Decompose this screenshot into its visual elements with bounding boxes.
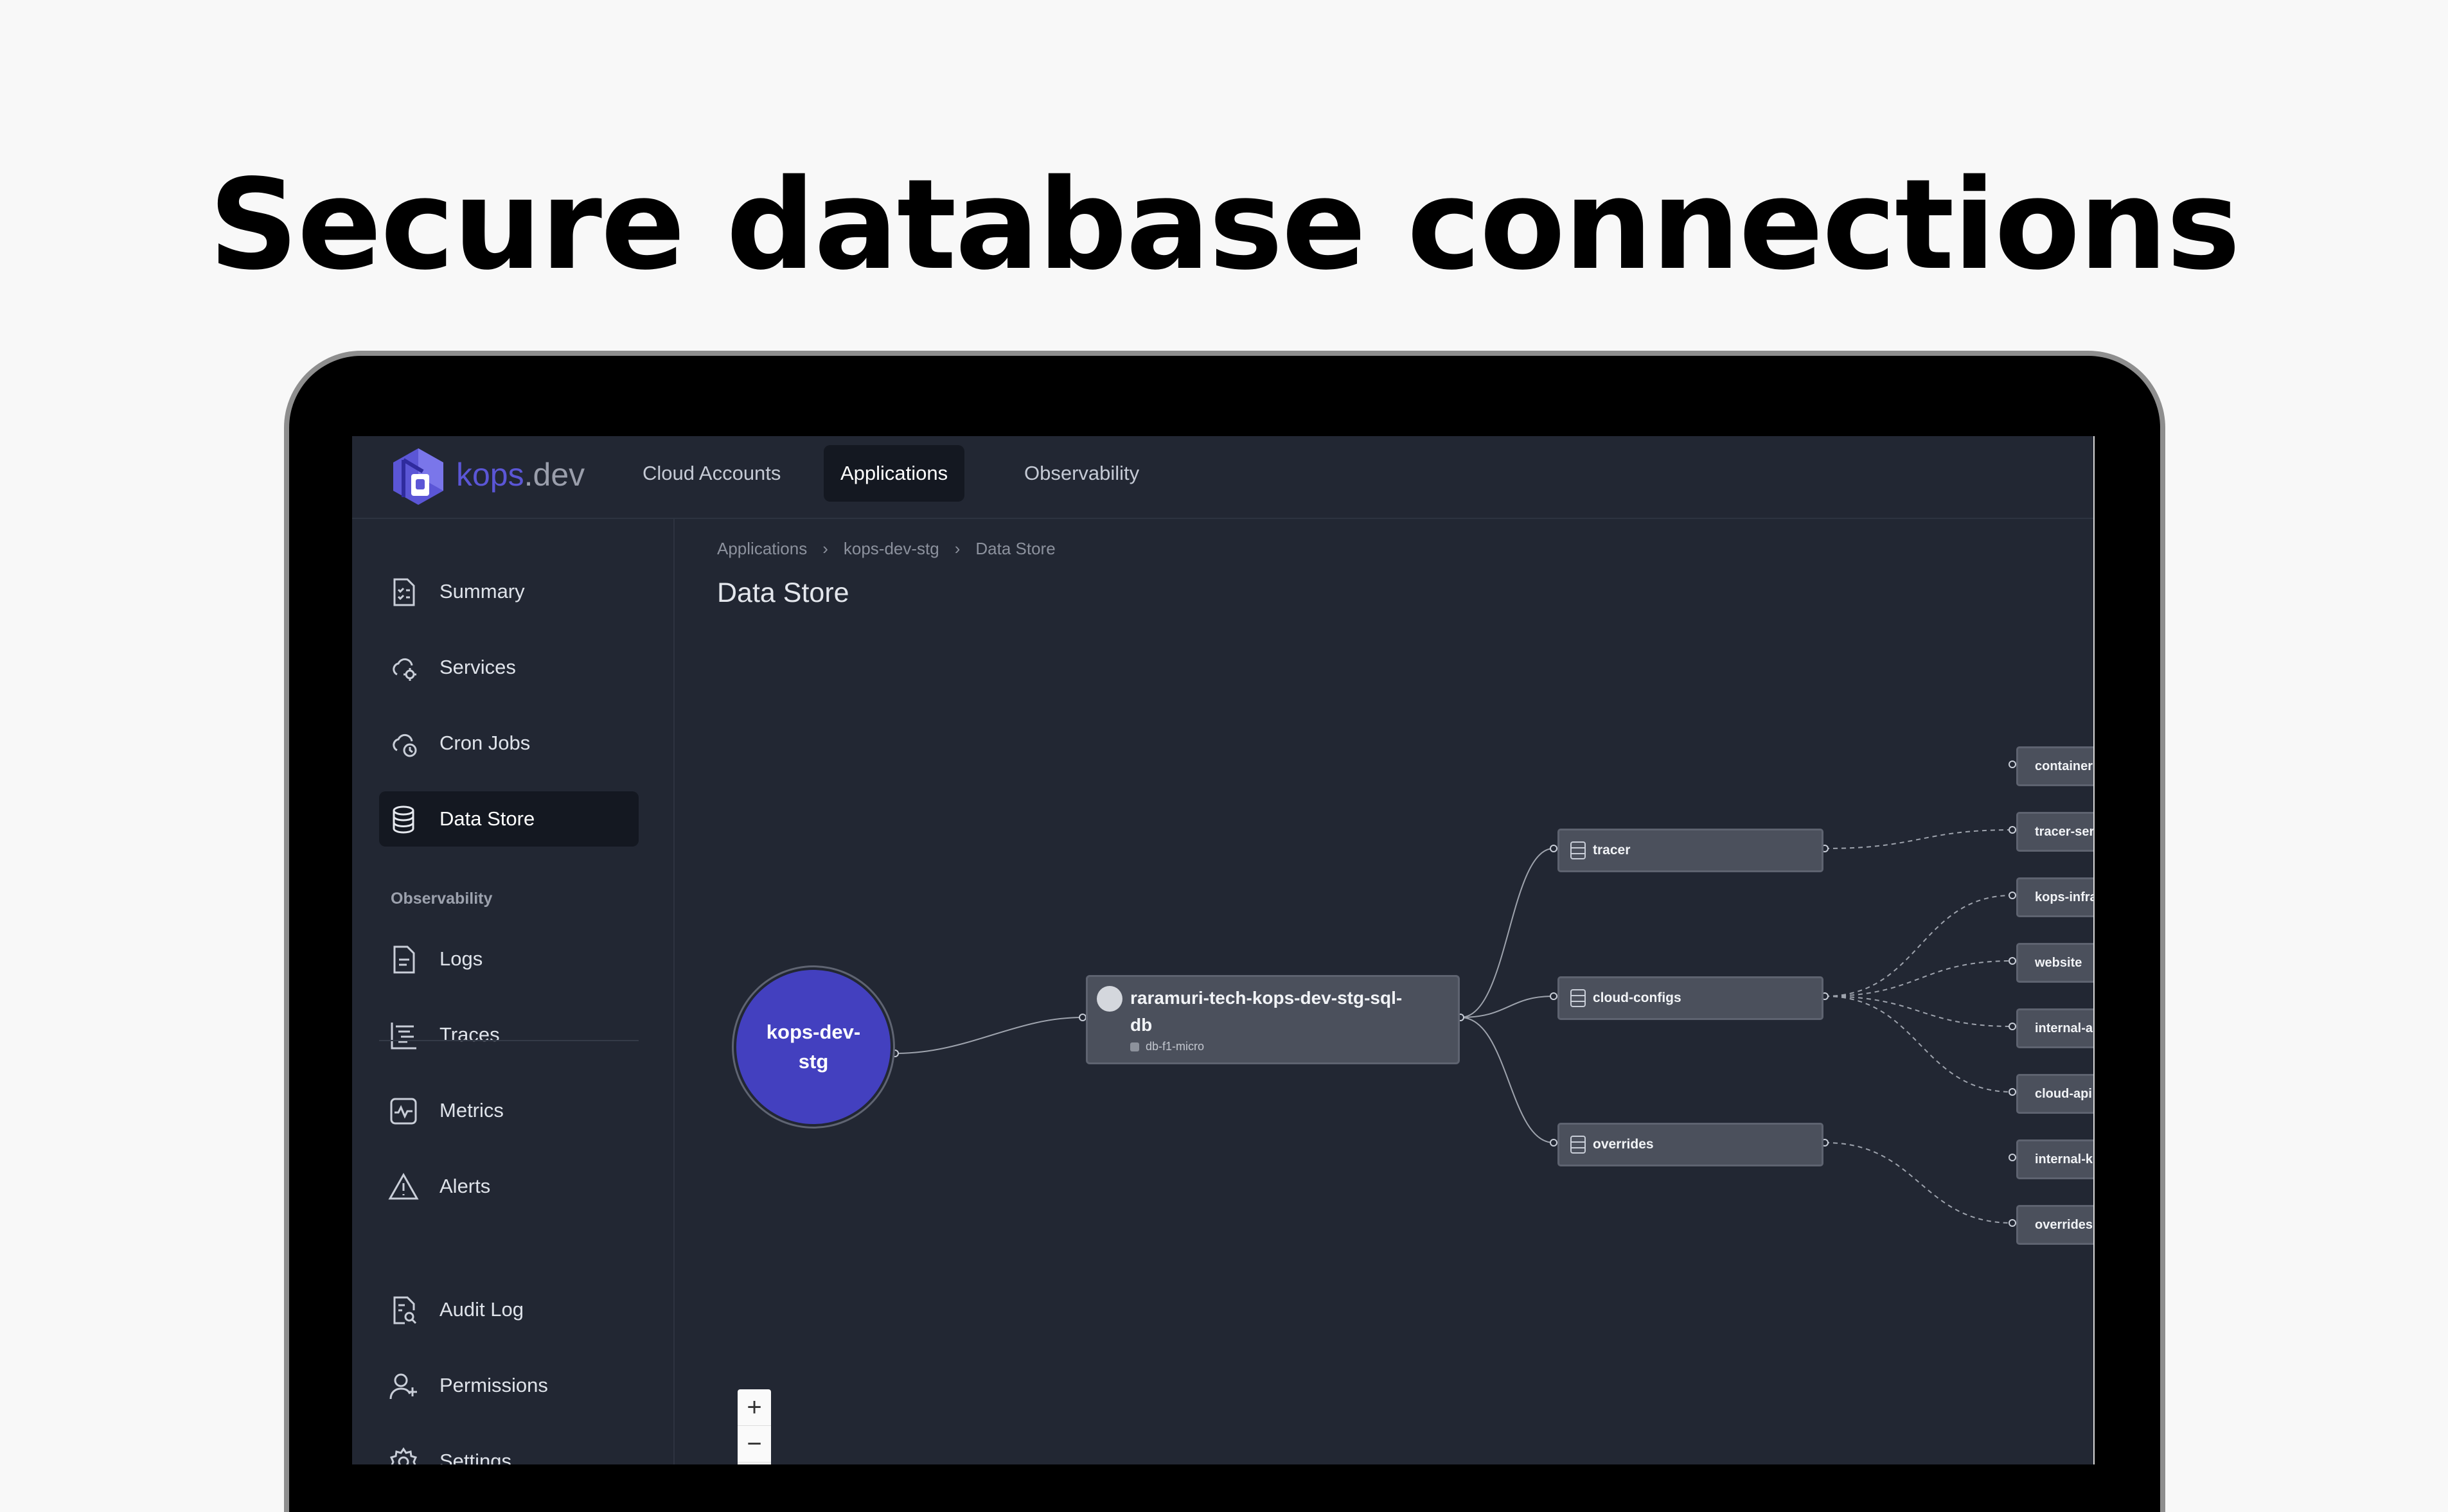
chart-line-icon (390, 1098, 417, 1125)
graph-consumer-node[interactable]: internal-a (2016, 1008, 2095, 1048)
edge-db-cloud-configs (1460, 996, 1554, 1018)
breadcrumb-applications[interactable]: Applications (717, 539, 808, 558)
chevron-right-icon: › (822, 539, 828, 558)
graph-consumer-node[interactable]: internal-k (2016, 1139, 2095, 1179)
sidebar-item-settings[interactable]: Settings (379, 1434, 639, 1464)
sidebar-item-audit-log[interactable]: Audit Log (379, 1282, 639, 1337)
sidebar-item-metrics[interactable]: Metrics (379, 1083, 639, 1138)
sidebar-item-data-store[interactable]: Data Store (379, 791, 639, 847)
database-icon (1570, 1136, 1586, 1154)
page-title: Data Store (717, 577, 849, 608)
app-screen: kops.dev Cloud Accounts Applications Obs… (352, 436, 2095, 1464)
database-icon (1570, 989, 1586, 1007)
sidebar-item-services[interactable]: Services (379, 640, 639, 695)
graph-store-node-overrides[interactable]: overrides (1557, 1123, 1823, 1166)
edge-cloud-configs-internal-a (1824, 996, 2013, 1027)
cloud-gear-icon (393, 658, 416, 681)
database-name: raramuri-tech-kops-dev-stg-sql-db (1130, 988, 1403, 1035)
gear-icon (389, 1447, 418, 1464)
breadcrumb: Applications › kops-dev-stg › Data Store (717, 539, 1056, 559)
sidebar-item-permissions[interactable]: Permissions (379, 1358, 639, 1413)
zoom-in-button[interactable]: + (738, 1389, 771, 1426)
sidebar-item-traces[interactable]: Traces (379, 1007, 639, 1062)
nav-applications[interactable]: Applications (824, 445, 965, 502)
sidebar-item-alerts[interactable]: Alerts (379, 1159, 639, 1214)
traces-icon (391, 1023, 416, 1050)
cloud-clock-icon (393, 734, 417, 757)
document-lines-icon (393, 945, 415, 974)
top-navigation-bar: kops.dev Cloud Accounts Applications Obs… (352, 436, 2095, 519)
edge-db-overrides (1460, 1017, 1554, 1143)
breadcrumb-current: Data Store (975, 539, 1056, 558)
edge-cloud-configs-kops-infra (1824, 895, 2013, 997)
document-checklist-icon (393, 578, 415, 606)
edge-db-tracer (1460, 848, 1554, 1018)
sidebar: Summary Services Cron Jobs Data Store Ob… (352, 519, 675, 1464)
document-search-icon (393, 1296, 417, 1324)
graph-edges (891, 760, 2016, 1227)
graph-database-node[interactable]: raramuri-tech-kops-dev-stg-sql-db db-f1-… (1086, 975, 1460, 1064)
graph-store-node-tracer[interactable]: tracer (1557, 829, 1823, 872)
edge-root-db (894, 1017, 1083, 1054)
zoom-controls: + − (738, 1389, 771, 1464)
chevron-right-icon: › (954, 539, 961, 558)
database-tier: db-f1-micro (1130, 1040, 1204, 1053)
warning-triangle-icon (388, 1172, 419, 1200)
graph-consumer-node[interactable]: kops-infra (2016, 877, 2095, 917)
edge-cloud-configs-cloud-api (1824, 996, 2013, 1093)
screen-edge (2093, 436, 2095, 1464)
sidebar-item-summary[interactable]: Summary (379, 564, 639, 619)
sidebar-section-observability: Observability (391, 890, 493, 908)
nav-observability[interactable]: Observability (1024, 462, 1140, 484)
database-provider-icon (1097, 986, 1122, 1012)
graph-consumer-node[interactable]: cloud-api (2016, 1074, 2095, 1114)
graph-consumer-node[interactable]: tracer-ser (2016, 812, 2095, 852)
nav-cloud-accounts[interactable]: Cloud Accounts (643, 462, 781, 484)
brand-name[interactable]: kops.dev (456, 457, 585, 493)
kops-logo-icon (393, 448, 443, 505)
database-icon (1570, 841, 1586, 859)
sidebar-item-logs[interactable]: Logs (379, 931, 639, 987)
graph-consumer-node[interactable]: website (2016, 943, 2095, 983)
sidebar-divider (379, 1040, 639, 1041)
graph-consumer-node[interactable]: container (2016, 746, 2095, 786)
sidebar-item-cron-jobs[interactable]: Cron Jobs (379, 716, 639, 771)
graph-consumer-node[interactable]: overrides (2016, 1205, 2095, 1245)
zoom-out-button[interactable]: − (738, 1426, 771, 1463)
headline: Secure database connections (208, 152, 2240, 297)
graph-root-node[interactable]: kops-dev-stg (736, 970, 891, 1124)
chip-icon (1130, 1042, 1139, 1051)
edge-overrides-overrides (1824, 1142, 2013, 1224)
edge-cloud-configs-website (1824, 960, 2013, 997)
database-icon (393, 805, 414, 834)
user-plus-icon (389, 1373, 417, 1400)
edge-tracer-tracer-ser (1824, 829, 2013, 849)
graph-store-node-cloud-configs[interactable]: cloud-configs (1557, 976, 1823, 1020)
breadcrumb-app[interactable]: kops-dev-stg (843, 539, 939, 558)
